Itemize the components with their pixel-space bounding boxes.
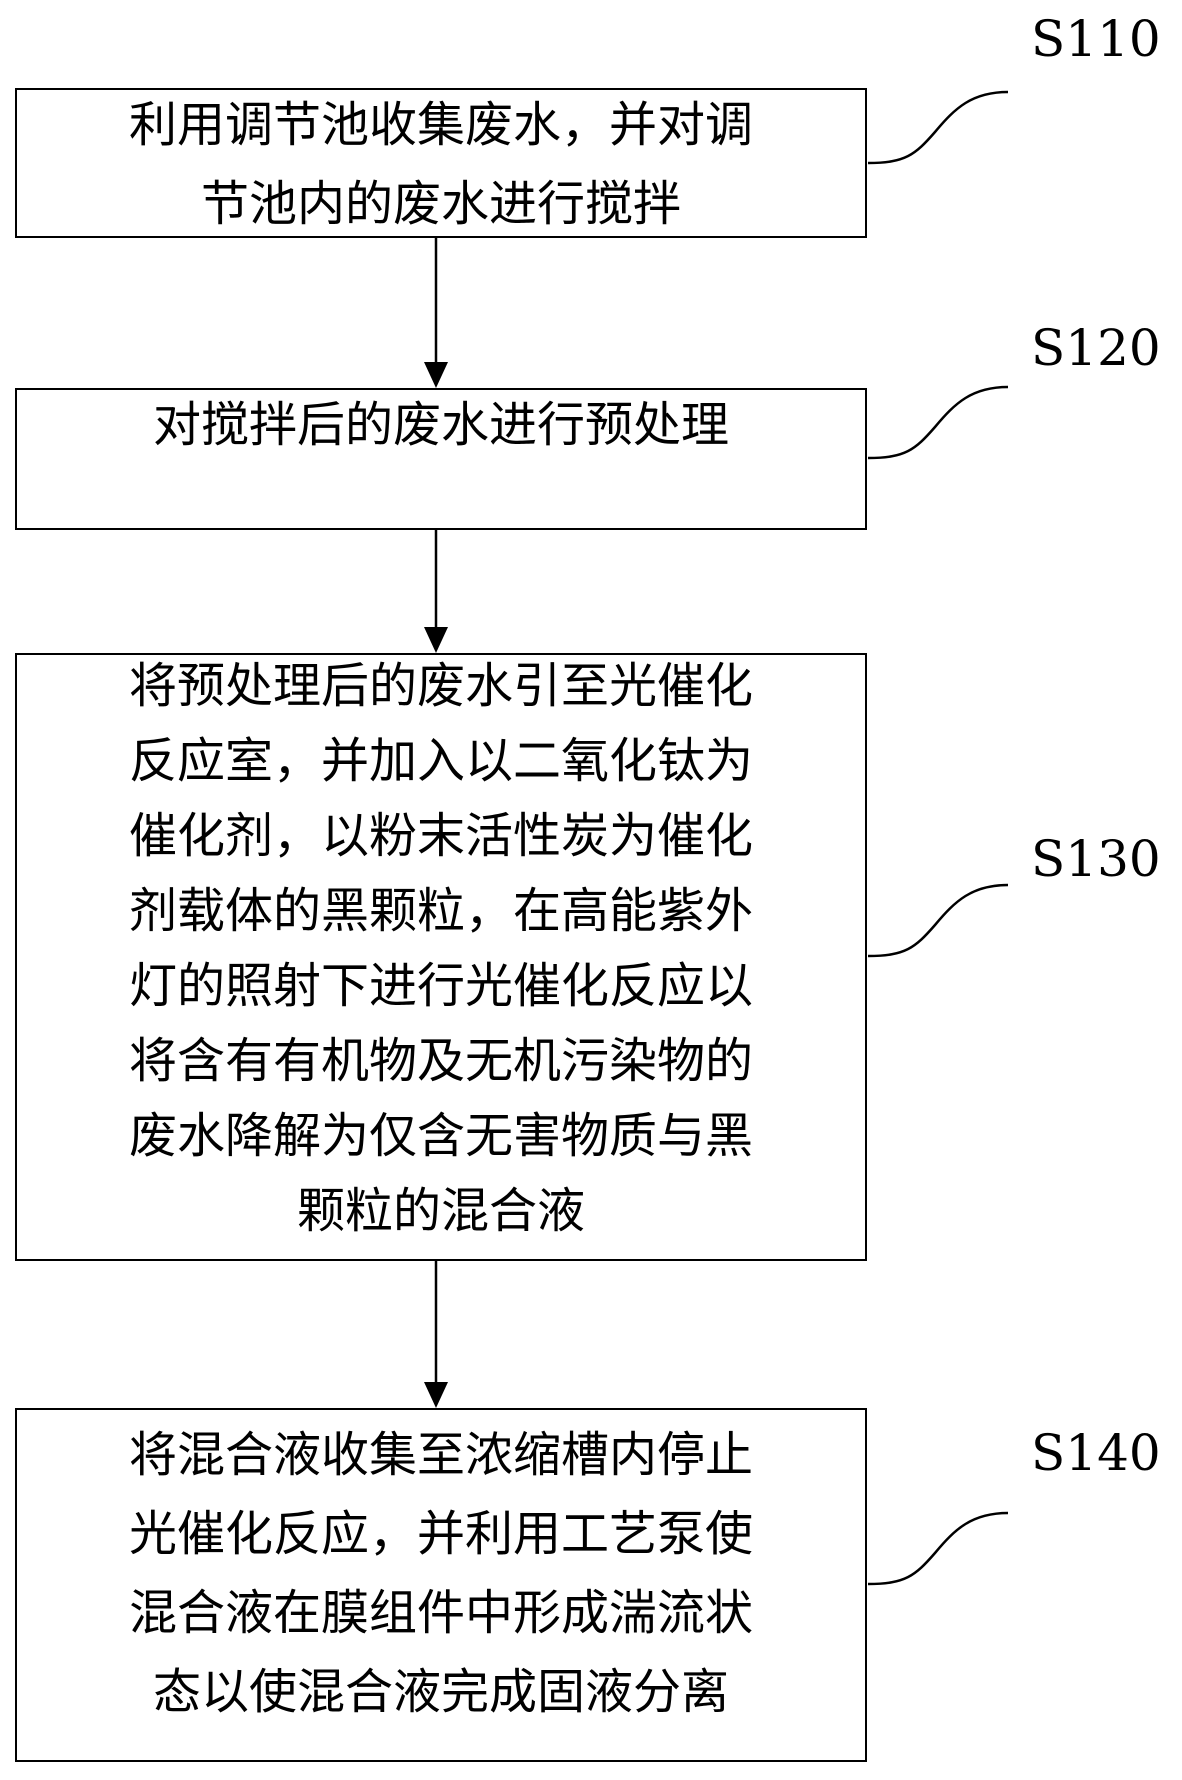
leader-curve-s140 <box>867 1511 1009 1586</box>
step-line: 将含有有机物及无机污染物的 <box>128 1033 753 1089</box>
arrow-s130-to-s140 <box>424 1261 448 1408</box>
step-line: 催化剂，以粉末活性炭为催化 <box>128 808 753 864</box>
step-line: 废水降解为仅含无害物质与黑 <box>128 1108 753 1164</box>
leader-curve-s110 <box>867 90 1009 165</box>
step-line: 态以使混合液完成固液分离 <box>152 1664 729 1720</box>
step-text-s130: 将预处理后的废水引至光催化 反应室，并加入以二氧化钛为 催化剂，以粉末活性炭为催… <box>17 649 865 1249</box>
step-line: 对搅拌后的废水进行预处理 <box>152 397 729 453</box>
step-box-s120: 对搅拌后的废水进行预处理 <box>15 388 867 530</box>
arrow-s110-to-s120 <box>424 238 448 388</box>
leader-curve-s120 <box>867 385 1009 460</box>
step-line: 颗粒的混合液 <box>296 1183 585 1239</box>
step-line: 节池内的废水进行搅拌 <box>200 176 681 232</box>
arrow-s120-to-s130 <box>424 530 448 653</box>
step-text-s120: 对搅拌后的废水进行预处理 <box>17 386 865 465</box>
step-box-s130: 将预处理后的废水引至光催化 反应室，并加入以二氧化钛为 催化剂，以粉末活性炭为催… <box>15 653 867 1261</box>
step-line: 光催化反应，并利用工艺泵使 <box>128 1506 753 1562</box>
step-line: 混合液在膜组件中形成湍流状 <box>128 1585 753 1641</box>
step-text-s110: 利用调节池收集废水，并对调 节池内的废水进行搅拌 <box>17 86 865 244</box>
step-label-s140: S140 <box>1031 1424 1161 1482</box>
step-line: 将预处理后的废水引至光催化 <box>128 658 753 714</box>
step-text-s140: 将混合液收集至浓缩槽内停止 光催化反应，并利用工艺泵使 混合液在膜组件中形成湍流… <box>17 1416 865 1732</box>
step-box-s110: 利用调节池收集废水，并对调 节池内的废水进行搅拌 <box>15 88 867 238</box>
step-label-s120: S120 <box>1031 319 1161 377</box>
step-box-s140: 将混合液收集至浓缩槽内停止 光催化反应，并利用工艺泵使 混合液在膜组件中形成湍流… <box>15 1408 867 1762</box>
step-label-s110: S110 <box>1031 10 1161 68</box>
step-line: 利用调节池收集废水，并对调 <box>128 97 753 153</box>
step-line: 灯的照射下进行光催化反应以 <box>128 958 753 1014</box>
step-line: 将混合液收集至浓缩槽内停止 <box>128 1427 753 1483</box>
step-line: 剂载体的黑颗粒，在高能紫外 <box>128 883 753 939</box>
leader-curve-s130 <box>867 883 1009 958</box>
step-line: 反应室，并加入以二氧化钛为 <box>128 733 753 789</box>
step-label-s130: S130 <box>1031 830 1161 888</box>
